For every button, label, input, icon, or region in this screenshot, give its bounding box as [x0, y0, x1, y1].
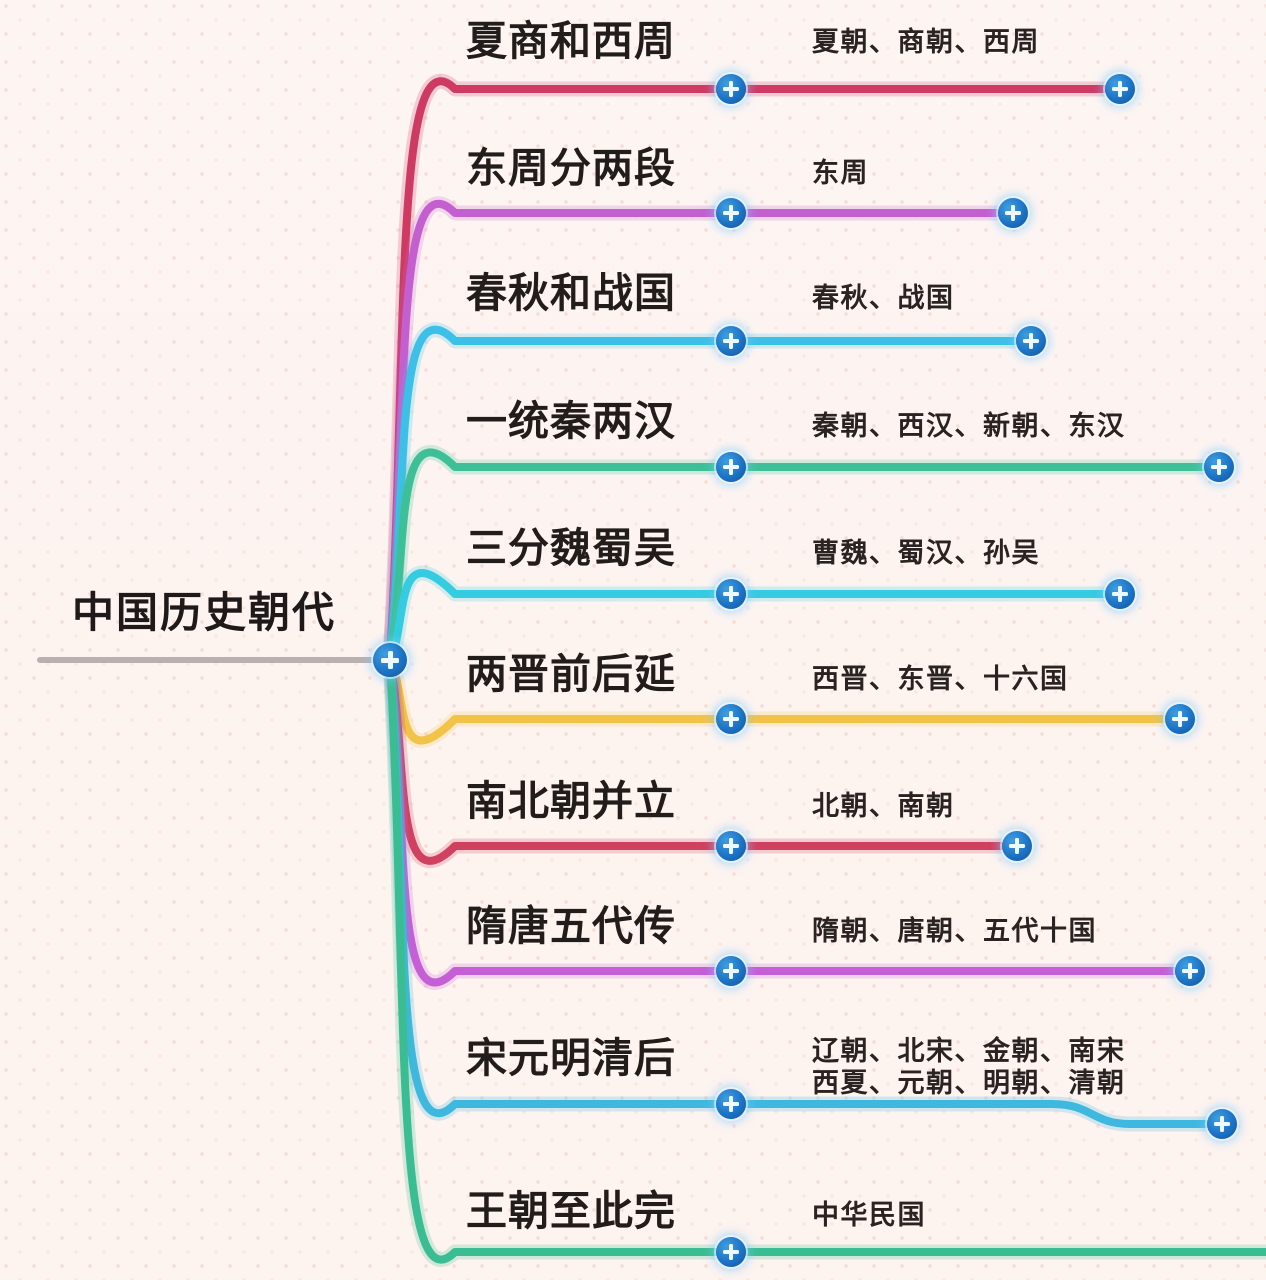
- end-node-1[interactable]: [1105, 74, 1135, 104]
- expand-node-5[interactable]: [716, 579, 746, 609]
- branch-title-9: 宋元明清后: [466, 1034, 676, 1082]
- branch-title-5: 三分魏蜀吴: [466, 524, 676, 572]
- end-node-8[interactable]: [1175, 956, 1205, 986]
- branch-title-2: 东周分两段: [466, 144, 676, 192]
- branch-detail-2: 东周: [812, 158, 869, 190]
- branch-detail-line: 辽朝、北宋、金朝、南宋: [812, 1036, 1126, 1067]
- branch-connector: [386, 656, 1266, 1264]
- branch-detail-8: 隋朝、唐朝、五代十国: [812, 916, 1097, 948]
- expand-node-7[interactable]: [716, 831, 746, 861]
- branch-detail-line: 隋朝、唐朝、五代十国: [812, 916, 1097, 947]
- branch-detail-line: 曹魏、蜀汉、孙吴: [812, 538, 1040, 569]
- branch-title-6: 两晋前后延: [466, 650, 676, 698]
- branch-title-4: 一统秦两汉: [466, 397, 676, 445]
- branch-detail-4: 秦朝、西汉、新朝、东汉: [812, 411, 1126, 443]
- end-node-6[interactable]: [1165, 704, 1195, 734]
- expand-node-6[interactable]: [716, 704, 746, 734]
- expand-node-8[interactable]: [716, 956, 746, 986]
- branch-connector: [386, 569, 1124, 664]
- branch-title-3: 春秋和战国: [466, 269, 676, 317]
- expand-node-2[interactable]: [716, 198, 746, 228]
- end-node-4[interactable]: [1204, 452, 1234, 482]
- root-node[interactable]: [373, 643, 407, 677]
- expand-node-10[interactable]: [716, 1237, 746, 1267]
- branch-detail-line: 东周: [812, 158, 869, 189]
- branch-detail-7: 北朝、南朝: [812, 791, 955, 823]
- end-node-5[interactable]: [1105, 579, 1135, 609]
- branch-detail-line: 北朝、南朝: [812, 791, 955, 822]
- branch-title-8: 隋唐五代传: [466, 902, 676, 950]
- root-label: 中国历史朝代: [72, 588, 337, 637]
- branch-connector-glow: [382, 652, 1266, 1267]
- branch-detail-10: 中华民国: [812, 1200, 926, 1232]
- branch-detail-6: 西晋、东晋、十六国: [812, 664, 1069, 696]
- branch-title-10: 王朝至此完: [466, 1187, 676, 1235]
- branch-connector: [386, 325, 1035, 664]
- end-node-2[interactable]: [998, 198, 1028, 228]
- branch-title-1: 夏商和西周: [466, 17, 676, 65]
- expand-node-1[interactable]: [716, 74, 746, 104]
- branch-connector-glow: [382, 565, 1128, 668]
- branch-detail-9: 辽朝、北宋、金朝、南宋西夏、元朝、明朝、清朝: [812, 1036, 1126, 1100]
- expand-node-3[interactable]: [716, 326, 746, 356]
- branch-connector-glow: [382, 322, 1039, 668]
- branch-detail-line: 西晋、东晋、十六国: [812, 664, 1069, 695]
- branch-detail-3: 春秋、战国: [812, 283, 955, 315]
- expand-node-9[interactable]: [716, 1089, 746, 1119]
- branch-detail-line: 秦朝、西汉、新朝、东汉: [812, 411, 1126, 442]
- end-node-3[interactable]: [1016, 326, 1046, 356]
- branch-title-7: 南北朝并立: [466, 777, 676, 825]
- branch-detail-line: 中华民国: [812, 1200, 926, 1231]
- branch-detail-1: 夏朝、商朝、西周: [812, 27, 1040, 59]
- branch-detail-line: 夏朝、商朝、西周: [812, 27, 1040, 58]
- end-node-7[interactable]: [1002, 831, 1032, 861]
- branch-detail-line: 西夏、元朝、明朝、清朝: [812, 1067, 1126, 1099]
- end-node-9[interactable]: [1207, 1109, 1237, 1139]
- branch-detail-line: 春秋、战国: [812, 283, 955, 314]
- branch-detail-5: 曹魏、蜀汉、孙吴: [812, 538, 1040, 570]
- expand-node-4[interactable]: [716, 452, 746, 482]
